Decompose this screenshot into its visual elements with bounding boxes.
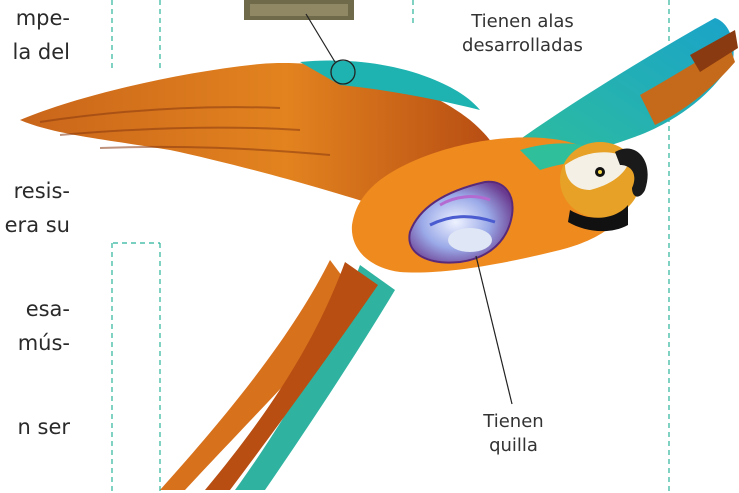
label-wings-line-2: desarrolladas: [440, 34, 605, 58]
tail: [160, 260, 395, 490]
label-keel-line-1: Tienen: [466, 410, 561, 434]
label-keel: Tienen quilla: [466, 410, 561, 458]
label-keel-line-2: quilla: [466, 434, 561, 458]
label-wings: Tienen alas desarrolladas: [440, 10, 605, 58]
feather-photo-thumbnail: [244, 0, 354, 20]
parrot-head: [560, 142, 648, 231]
keel-leader-line: [476, 256, 512, 404]
label-wings-line-1: Tienen alas: [440, 10, 605, 34]
